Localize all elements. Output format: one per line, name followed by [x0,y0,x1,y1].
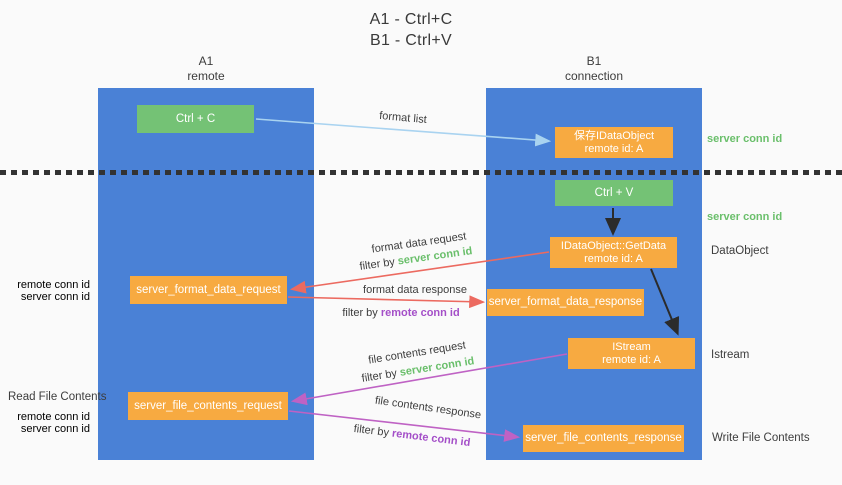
getdata-line1: IDataObject::GetData [560,239,667,252]
server-format-data-request-label: server_format_data_request [136,283,281,296]
lifeline-a1-role: remote [187,69,225,83]
server-conn-id-annotation-2: server conn id [20,423,90,435]
dataobject-annotation: DataObject [711,245,769,257]
arrow-format-data-response [287,295,486,309]
remote-conn-id-annotation-2: remote conn id [17,411,90,423]
server-file-contents-request-label: server_file_contents_request [134,399,282,412]
diagram-title: A1 - Ctrl+C B1 - Ctrl+V [261,9,561,51]
lifeline-a1-name: A1 [198,54,214,68]
save-dataobject-box: 保存IDataObject remote id: A [555,127,673,158]
remote-conn-id-annotation-1: remote conn id [17,279,90,291]
ctrl-c-label: Ctrl + C [175,112,216,125]
server-format-data-response-box: server_format_data_response [487,289,644,316]
istream-line2: remote id: A [602,353,661,366]
server-conn-id-annotation-mid: server conn id [707,211,783,223]
lifeline-header-b1: B1 connection [486,54,702,84]
arrow-format-list [255,118,552,147]
server-file-contents-response-box: server_file_contents_response [523,425,684,452]
ctrl-v-action-box: Ctrl + V [555,180,673,206]
file-request-conn-id-annotations: remote conn id server conn id [0,411,90,435]
filter-by-text: filter by [342,307,381,319]
format-data-response-label: format data response [363,284,467,296]
title-line-1: A1 - Ctrl+C [369,11,453,28]
getdata-line2: remote id: A [584,252,643,265]
lifeline-header-a1: A1 remote [98,54,314,84]
server-format-data-request-box: server_format_data_request [130,276,287,304]
server-conn-id-annotation-top: server conn id [707,133,783,145]
save-dataobject-line1: 保存IDataObject [573,129,655,142]
remote-conn-id-text: remote conn id [380,307,460,319]
write-file-contents-annotation: Write File Contents [712,432,810,444]
ctrl-c-action-box: Ctrl + C [137,105,254,133]
server-file-contents-request-box: server_file_contents_request [128,392,288,420]
arrow-format-data-request [289,251,550,294]
istream-annotation: Istream [711,349,750,361]
lifeline-b1-name: B1 [586,54,602,68]
filter-by-remote-conn-id-label-1: filter by remote conn id [342,307,459,319]
arrow-file-contents-request [290,353,568,406]
server-conn-id-annotation-1: server conn id [20,291,90,303]
server-format-data-response-label: server_format_data_response [488,296,643,308]
server-file-contents-response-label: server_file_contents_response [525,432,682,444]
ctrl-v-label: Ctrl + V [594,186,634,199]
getdata-box: IDataObject::GetData remote id: A [550,237,677,268]
arrow-getdata-to-istream [650,268,680,336]
arrow-file-contents-response [288,410,521,442]
title-line-2: B1 - Ctrl+V [370,32,452,49]
lifeline-b1-role: connection [564,69,624,83]
istream-box: IStream remote id: A [568,338,695,369]
read-file-contents-annotation: Read File Contents [8,391,107,403]
save-dataobject-line2: remote id: A [584,142,644,155]
istream-line1: IStream [612,340,651,353]
dotted-separator-line [0,170,842,175]
format-request-conn-id-annotations: remote conn id server conn id [0,279,90,303]
